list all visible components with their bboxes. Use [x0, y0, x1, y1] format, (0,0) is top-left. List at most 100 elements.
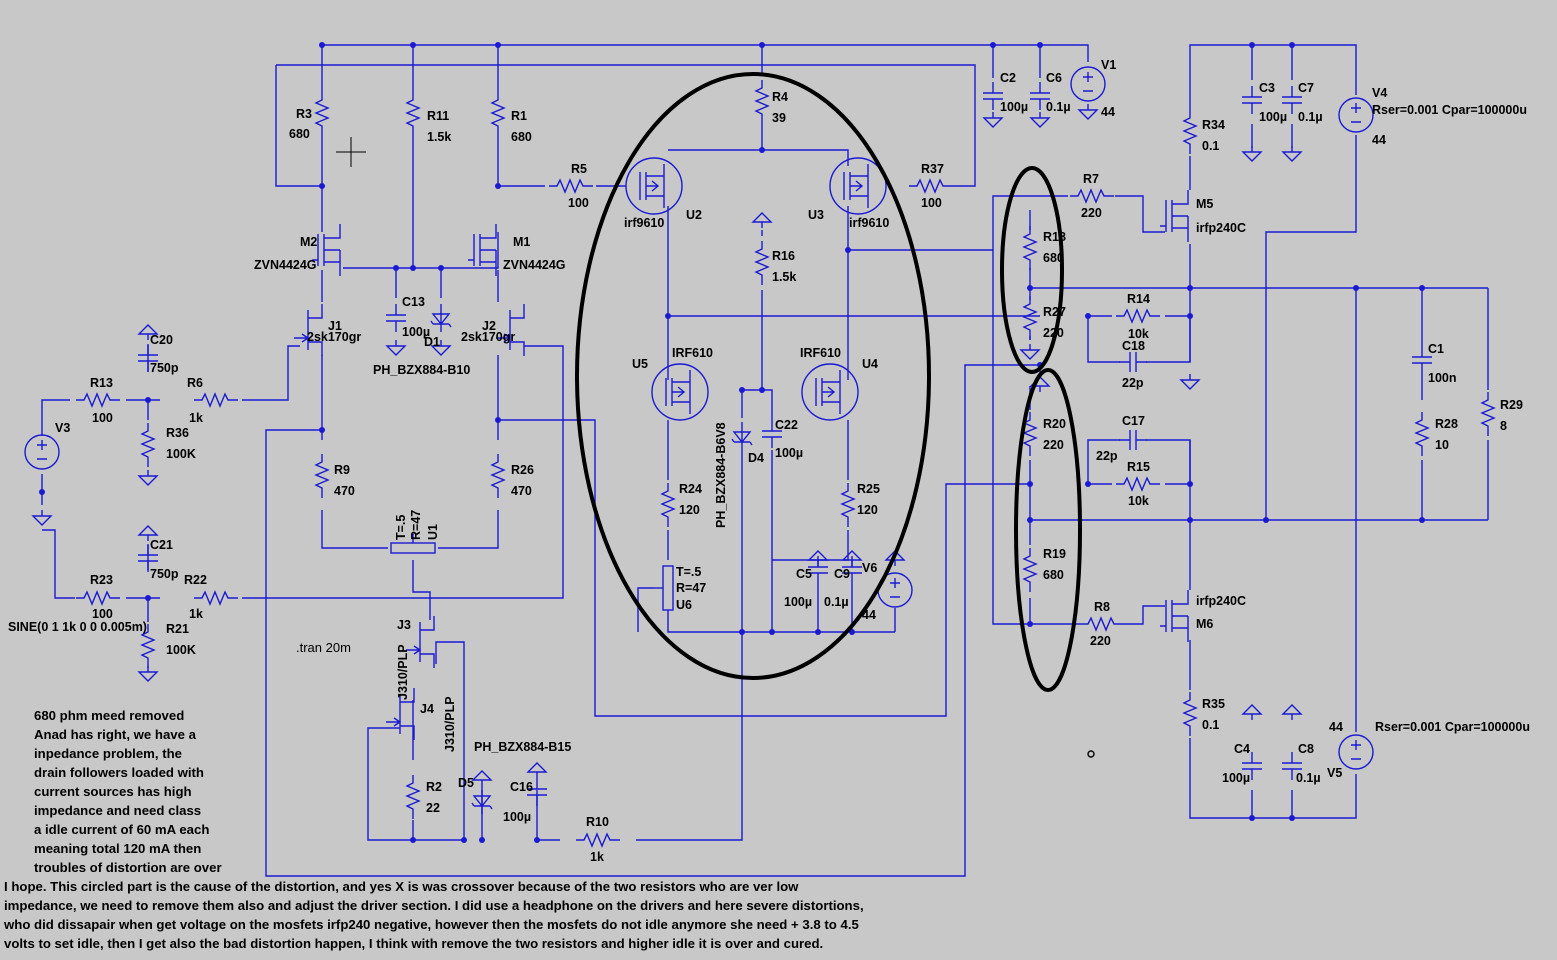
label-v5-params: Rser=0.001 Cpar=100000u	[1375, 720, 1530, 734]
label-r34-value: 0.1	[1202, 139, 1219, 153]
label-u5-part: IRF610	[672, 346, 713, 360]
explanation-note: 680 phm meed removed Anad has right, we …	[4, 706, 1034, 953]
label-m1-part: ZVN4424G	[503, 258, 566, 272]
capacitor-symbols	[137, 81, 1433, 807]
label-u2-part: irf9610	[624, 216, 664, 230]
label-v3-name: V3	[55, 421, 70, 435]
label-m1-name: M1	[513, 235, 530, 249]
label-u4-name: U4	[862, 357, 878, 371]
label-c18-name: C18	[1122, 339, 1145, 353]
label-v3-value: SINE(0 1 1k 0 0 0.005m)	[8, 620, 147, 634]
junctions	[39, 42, 1425, 843]
label-r2-name: R2	[426, 780, 442, 794]
stray-marker	[1087, 750, 1095, 758]
label-c9-name: C9	[834, 567, 850, 581]
label-r7-value: 220	[1081, 206, 1102, 220]
label-c16-value: 100µ	[503, 810, 531, 824]
label-r21-value: 100K	[166, 643, 196, 657]
label-r16-name: R16	[772, 249, 795, 263]
label-r20-value: 220	[1043, 438, 1064, 452]
label-c4-name: C4	[1234, 742, 1250, 756]
label-r26-value: 470	[511, 484, 532, 498]
label-r4-name: R4	[772, 90, 788, 104]
label-m2-name: M2	[300, 235, 317, 249]
label-r11-value: 1.5k	[427, 130, 451, 144]
note-line: meaning total 120 mA then	[34, 841, 202, 856]
label-j1-name: J1	[328, 319, 342, 333]
label-r27-name: R27	[1043, 305, 1066, 319]
note-line: troubles of distortion are over	[34, 860, 222, 875]
label-u4-part: IRF610	[800, 346, 841, 360]
label-r22-name: R22	[184, 573, 207, 587]
label-u6-r: R=47	[676, 581, 706, 595]
label-d1-part: PH_BZX884-B10	[373, 363, 470, 377]
label-u1-t: T=.5	[394, 515, 408, 540]
label-r6-value: 1k	[189, 411, 203, 425]
label-c8-name: C8	[1298, 742, 1314, 756]
label-r36-name: R36	[166, 426, 189, 440]
label-r4-value: 39	[772, 111, 786, 125]
label-r2-value: 22	[426, 801, 440, 815]
label-v1-value: 44	[1101, 105, 1115, 119]
note-line: current sources has high	[34, 784, 192, 799]
label-v5-value: 44	[1329, 720, 1343, 734]
label-r34-name: R34	[1202, 118, 1225, 132]
label-u6-name: U6	[676, 598, 692, 612]
label-r9-value: 470	[334, 484, 355, 498]
label-c1-name: C1	[1428, 342, 1444, 356]
label-c22-value: 100µ	[775, 446, 803, 460]
label-r24-name: R24	[679, 482, 702, 496]
label-r10-name: R10	[586, 815, 609, 829]
label-u6-t: T=.5	[676, 565, 701, 579]
label-r14-value: 10k	[1128, 327, 1149, 341]
label-d4-part: PH_BZX884-B6V8	[714, 422, 728, 528]
label-c17-value: 22p	[1096, 449, 1118, 463]
label-c6-name: C6	[1046, 71, 1062, 85]
label-d1-name: D1	[424, 335, 440, 349]
label-j4-name: J4	[420, 702, 434, 716]
label-u5-name: U5	[632, 357, 648, 371]
spice-directive: .tran 20m	[296, 640, 351, 655]
label-c17-name: C17	[1122, 414, 1145, 428]
label-c20-name: C20	[150, 333, 173, 347]
label-c22-name: C22	[775, 418, 798, 432]
label-r37-name: R37	[921, 162, 944, 176]
label-d5-part: PH_BZX884-B15	[474, 740, 571, 754]
label-r36-value: 100K	[166, 447, 196, 461]
label-c13-name: C13	[402, 295, 425, 309]
label-r28-value: 10	[1435, 438, 1449, 452]
label-c2-value: 100µ	[1000, 100, 1028, 114]
label-v5-name: V5	[1327, 766, 1342, 780]
note-line: impedance and need class	[34, 803, 202, 818]
label-v6-name: V6	[862, 561, 877, 575]
label-r26-name: R26	[511, 463, 534, 477]
note-line: impedance, we need to remove them also a…	[4, 898, 864, 913]
label-j4-part: J310/PLP	[443, 696, 457, 752]
label-r27-value: 220	[1043, 326, 1064, 340]
label-r7-name: R7	[1083, 172, 1099, 186]
note-line: volts to set idle, then I get also the b…	[4, 936, 824, 951]
label-m5-name: M5	[1196, 197, 1213, 211]
label-r15-value: 10k	[1128, 494, 1149, 508]
note-line: 680 phm meed removed	[34, 708, 185, 723]
label-c8-value: 0.1µ	[1296, 771, 1321, 785]
label-r16-value: 1.5k	[772, 270, 796, 284]
label-c5-name: C5	[796, 567, 812, 581]
label-c21-value: 750p	[150, 567, 179, 581]
note-line: inpedance problem, the	[34, 746, 183, 761]
label-r22-value: 1k	[189, 607, 203, 621]
note-line: who did dissapair when get voltage on th…	[4, 917, 859, 932]
label-j2-part: 2sk170gr	[461, 330, 515, 344]
note-line: I hope. This circled part is the cause o…	[4, 879, 799, 894]
label-r21-name: R21	[166, 622, 189, 636]
label-c21-name: C21	[150, 538, 173, 552]
label-r14-name: R14	[1127, 292, 1150, 306]
label-r35-value: 0.1	[1202, 718, 1219, 732]
label-m2-part: ZVN4424G	[254, 258, 317, 272]
note-line: a idle current of 60 mA each	[34, 822, 210, 837]
label-r20-name: R20	[1043, 417, 1066, 431]
label-r9-name: R9	[334, 463, 350, 477]
label-j3-name: J3	[397, 618, 411, 632]
ground-symbols	[32, 103, 1302, 787]
